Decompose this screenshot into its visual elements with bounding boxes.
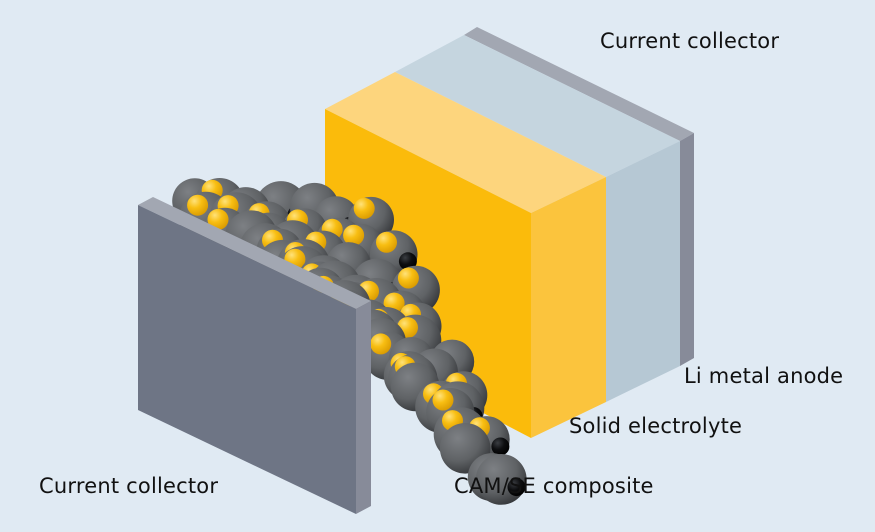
- se-particle: [353, 197, 375, 219]
- se-particle: [343, 224, 365, 246]
- se-particle: [376, 231, 397, 253]
- se-particle: [370, 333, 392, 355]
- cathode-cc-top-face: [138, 197, 371, 309]
- anode-cc-side-face: [680, 133, 694, 366]
- carbon-particle: [507, 478, 526, 497]
- anode-top-face: [395, 35, 680, 177]
- label-solid-electrolyte: Solid electrolyte: [569, 414, 743, 438]
- anode-current-collector: [464, 27, 694, 366]
- cathode-current-collector: [138, 197, 371, 514]
- label-cam-se-composite: CAM/SE composite: [454, 474, 654, 498]
- carbon-particle: [398, 252, 417, 271]
- anode-cc-top-face: [464, 27, 694, 141]
- label-current-collector-top: Current collector: [600, 29, 780, 53]
- label-li-metal-anode: Li metal anode: [684, 364, 844, 388]
- cathode-cc-front-face: [138, 205, 356, 514]
- carbon-particle: [491, 437, 510, 456]
- electrolyte-top-face: [325, 72, 606, 213]
- se-particle: [207, 208, 229, 230]
- se-particle: [187, 194, 209, 216]
- li-metal-anode-layer: [395, 35, 680, 402]
- se-particle: [432, 389, 454, 411]
- electrolyte-front-face: [531, 177, 606, 438]
- se-particle: [397, 267, 419, 289]
- label-current-collector-bottom: Current collector: [39, 474, 219, 498]
- anode-front-face: [606, 141, 680, 402]
- cathode-cc-side-face: [356, 301, 371, 514]
